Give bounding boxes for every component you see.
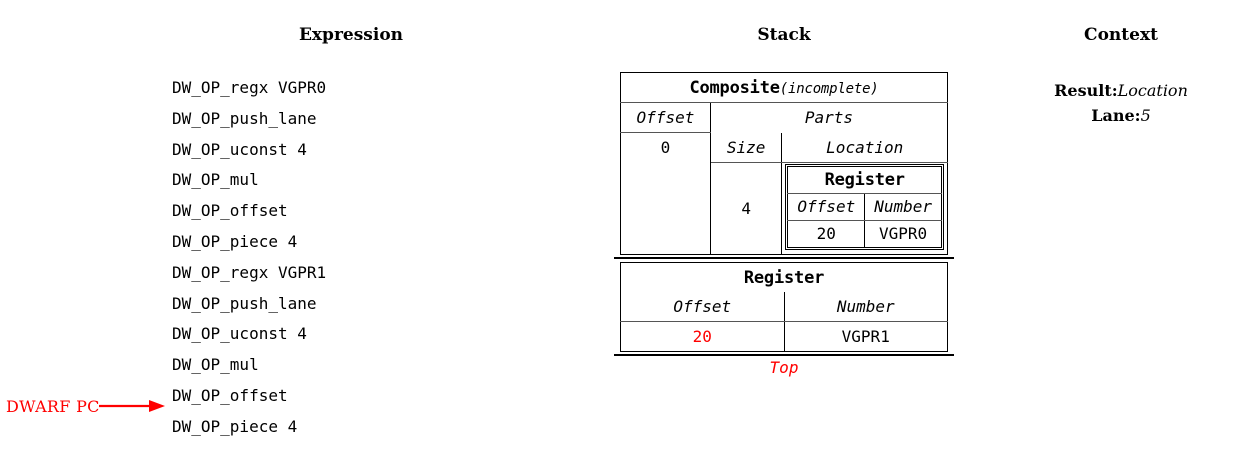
nested-register-offset-header: Offset <box>787 193 866 221</box>
expression-line: DW_OP_push_lane <box>172 108 317 128</box>
nested-register-title: Register <box>787 166 942 194</box>
expression-line: DW_OP_regx VGPR0 <box>172 78 327 97</box>
register-title: Register <box>743 267 825 288</box>
register-offset-value: 20 <box>620 321 785 352</box>
expression-line: DW_OP_uconst 4 <box>172 139 307 159</box>
expression-line: DW_OP_offset <box>172 385 288 405</box>
expression-line: DW_OP_offset <box>172 201 288 221</box>
expression-line: DW_OP_regx VGPR1 <box>172 262 327 282</box>
dwarf-pc-label: DWARF PC <box>6 396 100 416</box>
stack-entry-separator <box>614 257 954 259</box>
context-lane-row: Lane:5 <box>1054 103 1188 128</box>
context-block: Result:Location Lane:5 <box>1054 78 1188 128</box>
stack-top-label: Top <box>769 358 799 377</box>
expression-line: DW_OP_piece 4 <box>172 416 298 436</box>
expression-line: DW_OP_mul <box>172 355 259 375</box>
stack-top-rule <box>614 354 954 356</box>
expression-list: DW_OP_regx VGPR0 DW_OP_push_lane DW_OP_u… <box>172 73 502 443</box>
expression-line: DW_OP_push_lane <box>172 293 317 313</box>
context-lane-value: 5 <box>1140 106 1151 125</box>
register-offset-header: Offset <box>620 292 785 322</box>
composite-part-location-cell: Register Offset Number 20 VGPR0 <box>782 162 948 255</box>
register-number-header: Number <box>784 292 948 322</box>
context-result-key: Result: <box>1054 81 1118 100</box>
nested-register-number-header: Number <box>864 193 942 221</box>
stack-entry-composite: Composite(incomplete) Offset Parts 0 Siz… <box>620 72 948 255</box>
expression-line: DW_OP_piece 4 <box>172 231 298 251</box>
arrow-right-icon <box>98 400 165 412</box>
dwarf-pc-marker: DWARF PC <box>6 396 167 416</box>
page-title-context: Context <box>1084 25 1158 45</box>
composite-offset-spacer <box>620 162 711 255</box>
stack-column: Composite(incomplete) Offset Parts 0 Siz… <box>614 72 954 380</box>
composite-offset-header: Offset <box>620 102 711 133</box>
composite-location-header: Location <box>781 132 948 163</box>
composite-title: Composite(incomplete) <box>620 72 948 103</box>
composite-parts-header: Parts <box>804 108 854 128</box>
composite-title-suffix: (incomplete) <box>779 80 879 97</box>
nested-register-offset-value: 20 <box>787 220 866 248</box>
context-result-value: Location <box>1117 81 1188 100</box>
page-title-expression: Expression <box>298 25 404 45</box>
composite-title-text: Composite <box>689 77 780 98</box>
page-title-stack: Stack <box>757 25 811 45</box>
stack-entry-register: Register Offset Number 20 VGPR1 <box>620 262 948 352</box>
context-result-row: Result:Location <box>1054 78 1188 103</box>
register-number-value: VGPR1 <box>841 327 890 346</box>
composite-size-header: Size <box>710 132 783 163</box>
expression-line: DW_OP_uconst 4 <box>172 324 307 344</box>
composite-part-size-value: 4 <box>710 162 783 255</box>
expression-line: DW_OP_mul <box>172 170 259 190</box>
context-lane-key: Lane: <box>1091 106 1141 125</box>
composite-offset-value: 0 <box>620 132 711 162</box>
nested-register-box: Register Offset Number 20 VGPR0 <box>785 163 944 250</box>
nested-register-number-value: VGPR0 <box>879 224 928 244</box>
